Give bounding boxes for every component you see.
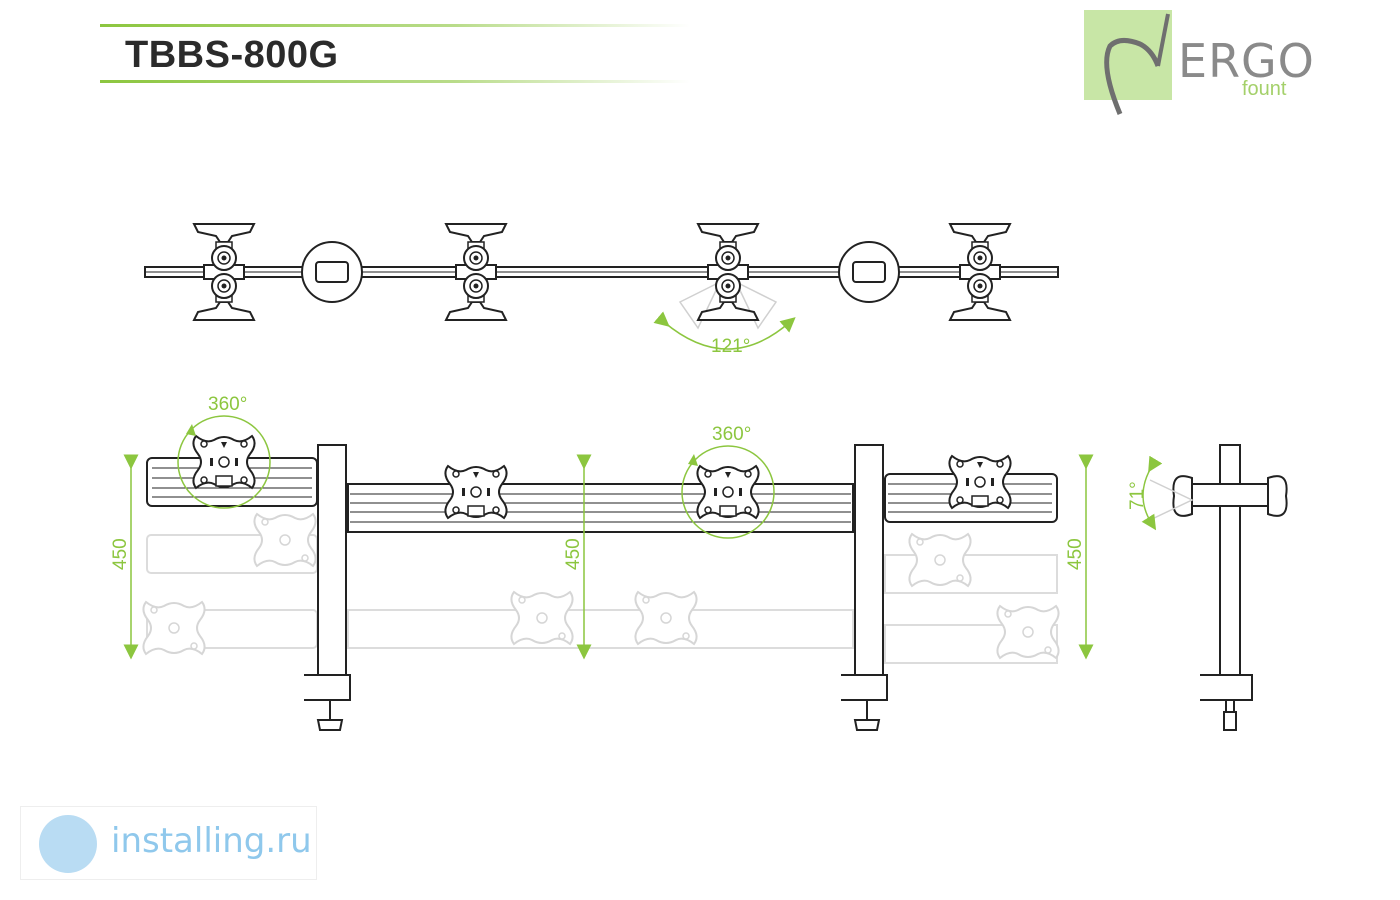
ergofount-logo: ERGO fount <box>1080 6 1314 118</box>
height-label-center: 450 <box>563 538 584 570</box>
tilt-label: 71° <box>1127 481 1148 510</box>
top-bracket-2 <box>445 223 507 321</box>
logo-sub: fount <box>1242 78 1287 100</box>
swivel-arc <box>653 311 796 350</box>
rotation-circle-left <box>177 415 271 509</box>
watermark-logo-icon <box>39 815 97 873</box>
side-post <box>1219 444 1241 676</box>
height-label-left: 450 <box>110 538 131 570</box>
watermark: installing.ru <box>20 806 317 880</box>
tilt-arc <box>1141 455 1163 531</box>
desk-clamp-left <box>304 674 351 701</box>
side-desk-clamp <box>1200 674 1253 701</box>
watermark-text: installing.ru <box>111 821 312 861</box>
post-left <box>317 444 347 676</box>
desk-clamp-right <box>841 674 888 701</box>
side-view: 71° <box>1127 444 1288 731</box>
top-bracket-1 <box>193 223 255 321</box>
front-view: 360° 360° 450 450 450 <box>110 394 1094 731</box>
top-view: 121° <box>144 223 1059 357</box>
logo-swoosh-icon <box>1104 13 1170 115</box>
logo-brand: ERGO <box>1178 34 1315 88</box>
vesa-plate-4 <box>948 455 1012 509</box>
side-monitor-right <box>1267 475 1288 517</box>
header-bottom-rule <box>100 80 690 83</box>
vesa-plate-3 <box>696 465 760 519</box>
header-top-rule <box>100 24 690 27</box>
rotation-label-left: 360° <box>208 394 247 415</box>
rail-center <box>347 483 854 533</box>
height-label-right: 450 <box>1065 538 1086 570</box>
rotation-label-center: 360° <box>712 424 751 445</box>
logo-mark <box>1084 10 1172 115</box>
rotation-circle-center <box>681 445 775 539</box>
vesa-plate-1 <box>192 435 256 489</box>
model-title: TBBS-800G <box>125 34 339 76</box>
top-bracket-4 <box>949 223 1011 321</box>
vesa-plate-2 <box>444 465 508 519</box>
post-right <box>854 444 884 676</box>
top-view-angle: 121° <box>711 336 750 357</box>
ghost-positions <box>142 513 1060 664</box>
